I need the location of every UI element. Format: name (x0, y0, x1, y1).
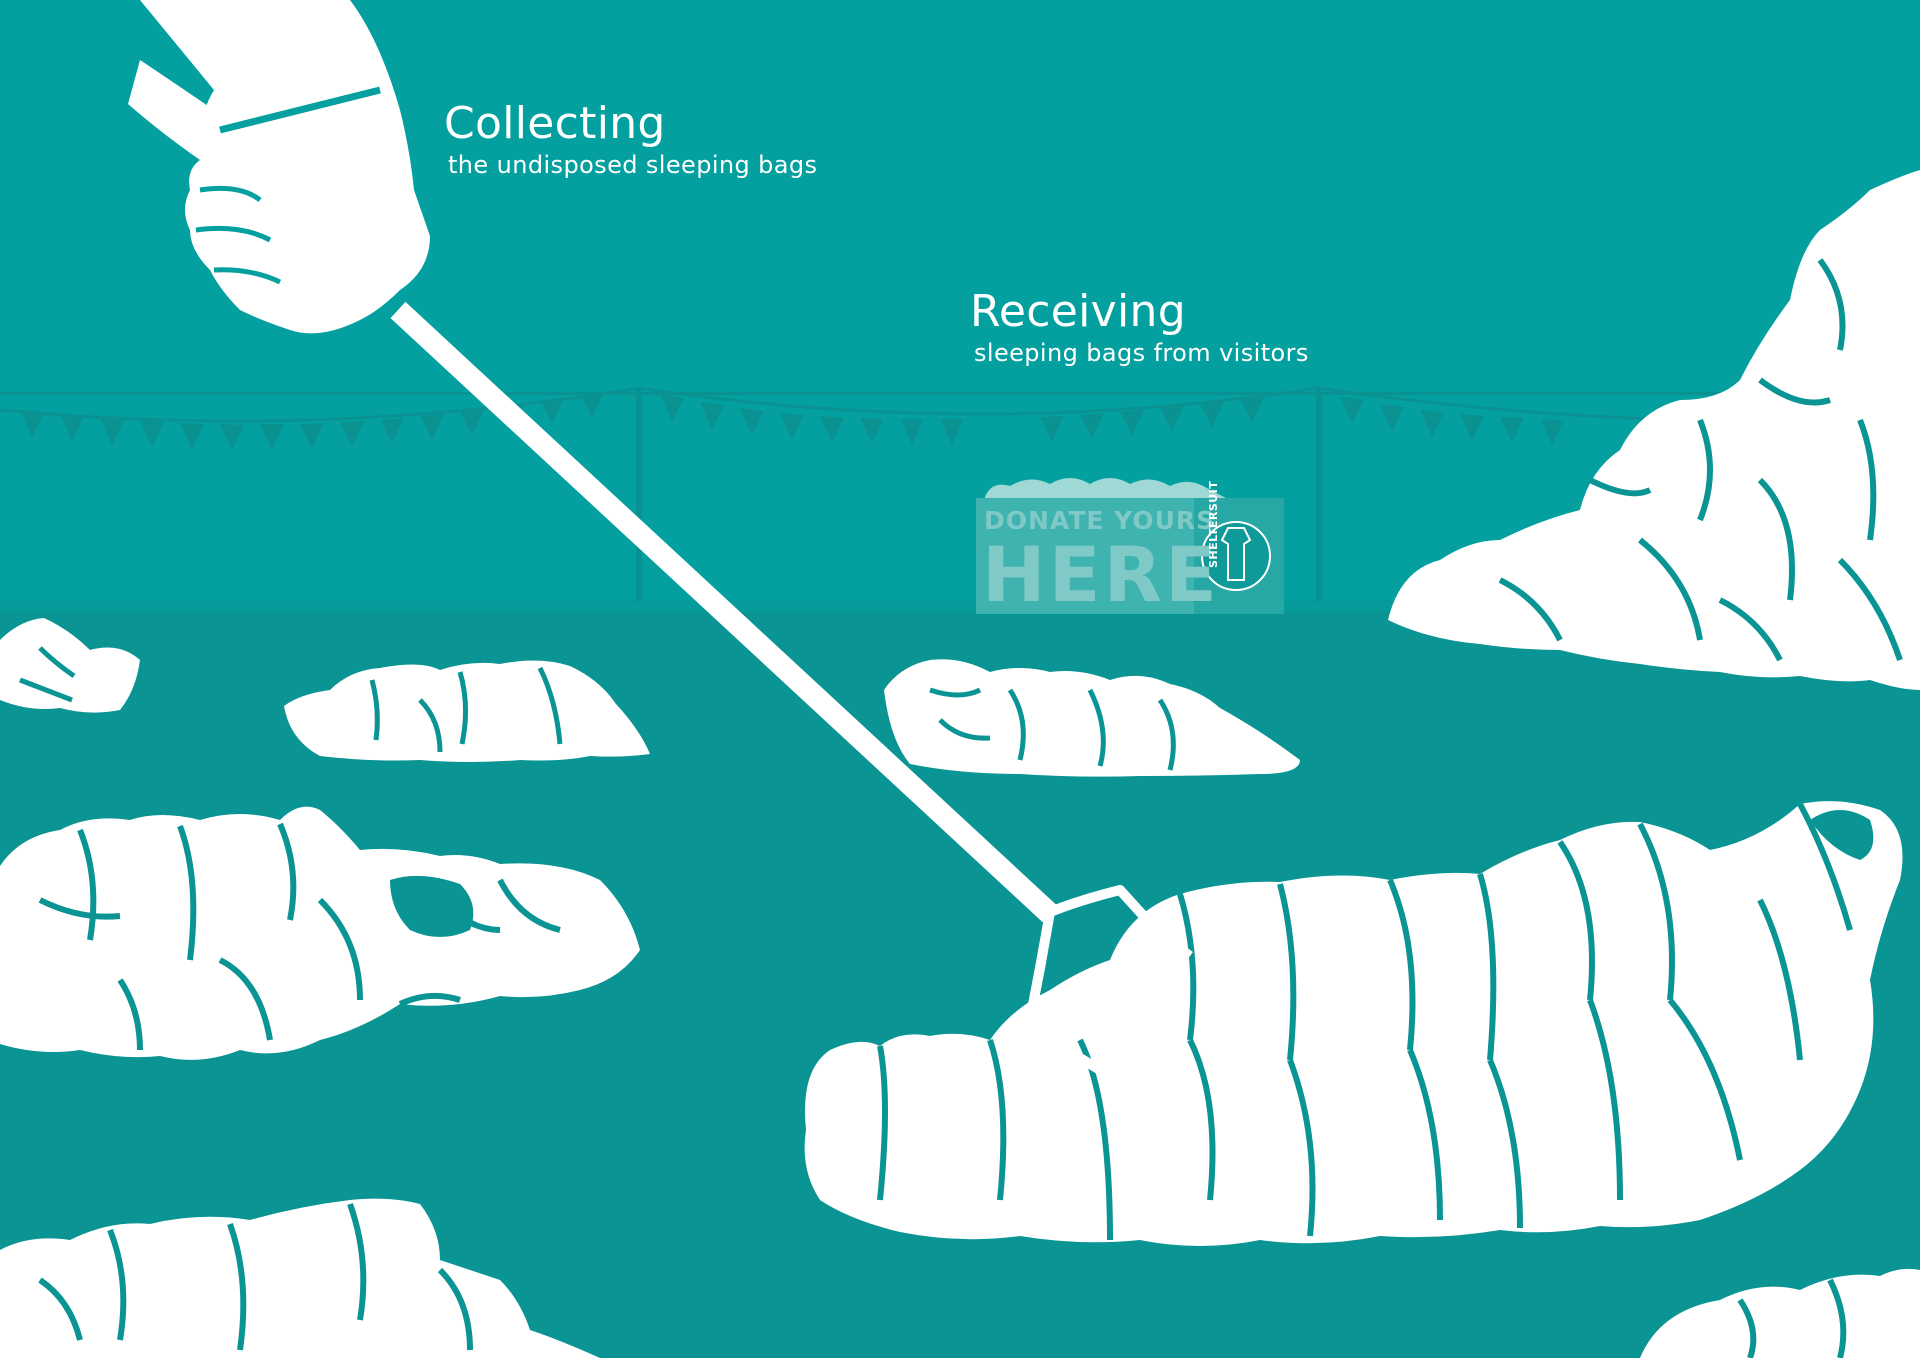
bag-pile-bottom-right (1640, 1268, 1920, 1358)
sheltersuit-logo-icon (1201, 521, 1271, 591)
donation-box-line2: HERE (982, 530, 1220, 619)
sheltersuit-logo-text: SHELTERSUIT (1207, 480, 1220, 568)
bag-pile-bottom-left (0, 1198, 600, 1358)
bag-pile-left-large (0, 806, 640, 1060)
tent-poles (0, 388, 1920, 602)
donation-box (976, 478, 1284, 614)
caption-receiving-title: Receiving (970, 286, 1186, 337)
bag-pile-middle-right (884, 659, 1300, 777)
bunting-flags-icon (0, 386, 1920, 451)
caption-collecting-title: Collecting (444, 98, 666, 149)
caption-collecting: Collecting the undisposed sleeping bags (444, 98, 817, 180)
bag-pile-right-hill (1388, 170, 1920, 690)
grabber-stick (390, 301, 1058, 923)
caption-receiving-subtitle: sleeping bags from visitors (974, 339, 1309, 367)
bag-pile-far-left (0, 618, 140, 713)
grabber-claw-icon (1025, 885, 1193, 1075)
donation-box-line1: DONATE YOURS (984, 506, 1216, 535)
caption-collecting-subtitle: the undisposed sleeping bags (448, 151, 818, 179)
bag-pile-centre-right-large (804, 801, 1903, 1246)
caption-receiving: Receiving sleeping bags from visitors (970, 286, 1309, 368)
hand-holding-stick-icon (128, 0, 430, 334)
bag-pile-middle-left (284, 660, 650, 762)
